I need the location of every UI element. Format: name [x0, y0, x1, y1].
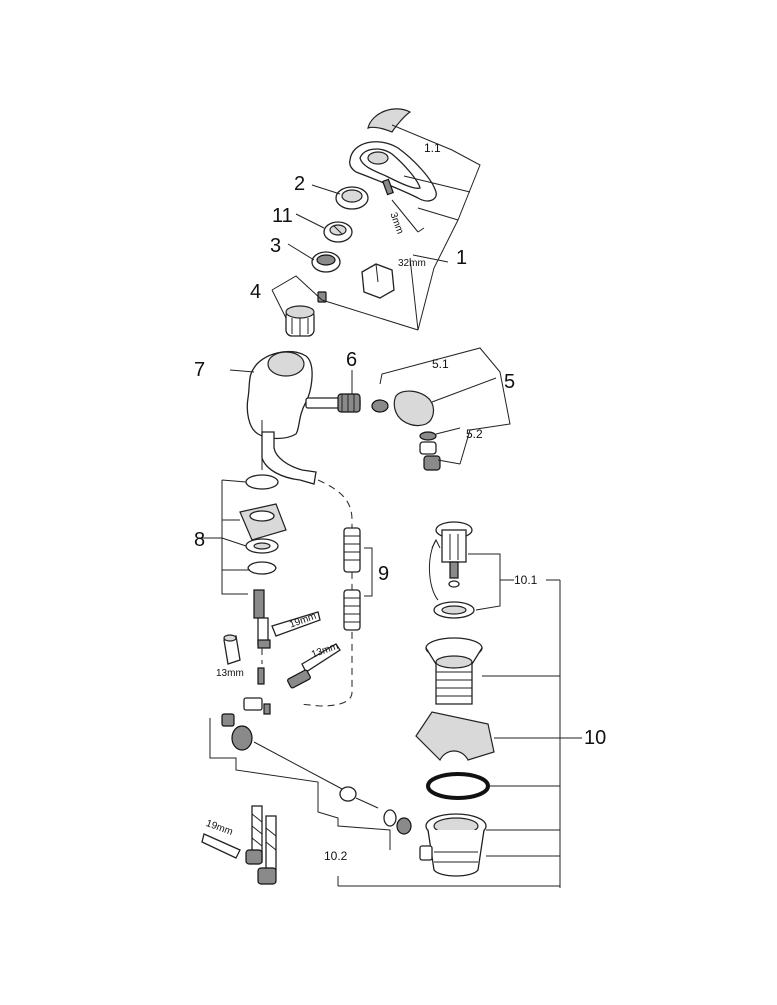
group-10-drain-assembly	[415, 521, 582, 888]
tool-3mm: 3mm	[387, 211, 405, 236]
label-4: 4	[250, 281, 261, 303]
label-1-1: 1.1	[424, 141, 441, 155]
part-5-2-washers	[419, 431, 441, 471]
tool-19mm-a: 19mm	[288, 611, 318, 631]
label-11: 11	[272, 205, 293, 227]
label-9: 9	[378, 563, 389, 585]
part-10-1-popup-plug	[428, 521, 475, 619]
faucet-body-assembly	[229, 350, 361, 485]
part-11-cover	[323, 221, 353, 243]
dashed-connection-line	[261, 479, 353, 707]
label-10: 10	[584, 727, 606, 749]
tool-32mm: 32mm	[398, 258, 426, 269]
part-10-drain-body	[425, 637, 483, 705]
part-1-1-cap	[367, 108, 412, 133]
label-7: 7	[194, 359, 205, 381]
label-5-1: 5.1	[432, 357, 449, 371]
part-5-nut	[371, 399, 389, 413]
label-5: 5	[504, 371, 515, 393]
label-8: 8	[194, 529, 205, 551]
lever-handle-assembly	[271, 108, 481, 337]
basin-section	[415, 711, 495, 762]
label-10-1: 10.1	[514, 573, 538, 587]
wrench-19mm-icon	[271, 611, 321, 637]
label-5-2: 5.2	[466, 427, 483, 441]
label-3: 3	[270, 235, 281, 257]
part-1-screw	[382, 178, 394, 196]
supply-hoses	[201, 805, 277, 885]
knob-assembly	[371, 347, 511, 471]
label-6: 6	[346, 349, 357, 371]
group-10-2-lift-rod	[209, 697, 560, 887]
group-9-springs	[343, 527, 373, 631]
part-4-cartridge	[285, 291, 327, 337]
label-2: 2	[294, 173, 305, 195]
wrench-13mm-icon	[301, 643, 341, 673]
tool-13mm-a: 13mm	[216, 668, 244, 679]
allen-key-3mm-icon	[391, 199, 425, 233]
part-10-drain-lower	[419, 813, 487, 877]
part-10-gasket	[426, 772, 490, 800]
tool-19mm-b: 19mm	[204, 818, 234, 838]
label-10-2: 10.2	[324, 849, 348, 863]
part-5-1-knob	[393, 390, 435, 427]
label-1: 1	[456, 247, 467, 269]
part-3-nut	[311, 251, 341, 273]
part-2-ring	[335, 186, 369, 210]
wrench-19mm-icon-2	[201, 833, 241, 859]
group-8-fixing-parts	[198, 420, 341, 689]
